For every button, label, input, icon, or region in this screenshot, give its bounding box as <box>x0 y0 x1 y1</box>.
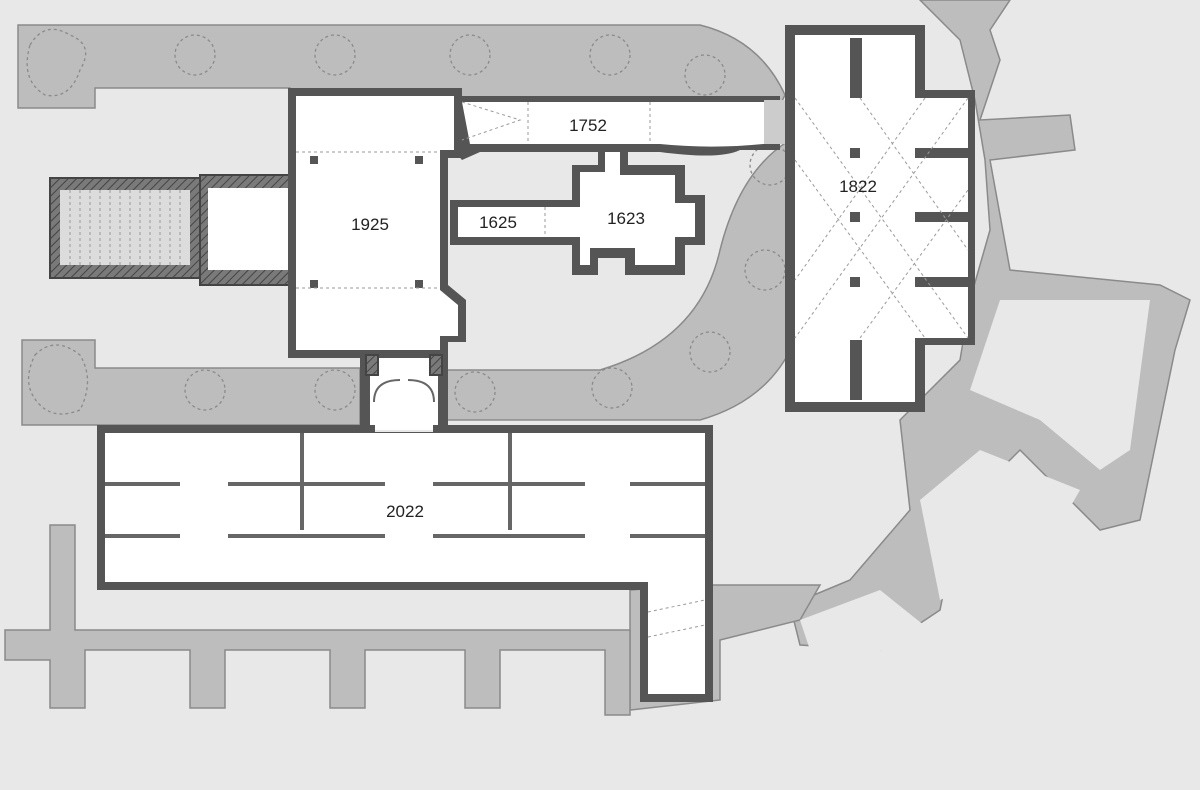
connector-1925-2022 <box>360 354 448 430</box>
label-1925: 1925 <box>351 215 389 234</box>
label-2022: 2022 <box>386 502 424 521</box>
room-2022: 2022 <box>97 425 713 702</box>
entrance-stair <box>49 174 296 286</box>
room-1625-1623: 1625 1623 <box>450 145 705 275</box>
label-1752: 1752 <box>569 116 607 135</box>
room-1752: 1752 <box>455 96 786 160</box>
room-1925: 1925 <box>288 88 466 358</box>
label-1623: 1623 <box>607 209 645 228</box>
label-1625: 1625 <box>479 213 517 232</box>
label-1822: 1822 <box>839 177 877 196</box>
room-1822: 1822 <box>785 25 975 412</box>
